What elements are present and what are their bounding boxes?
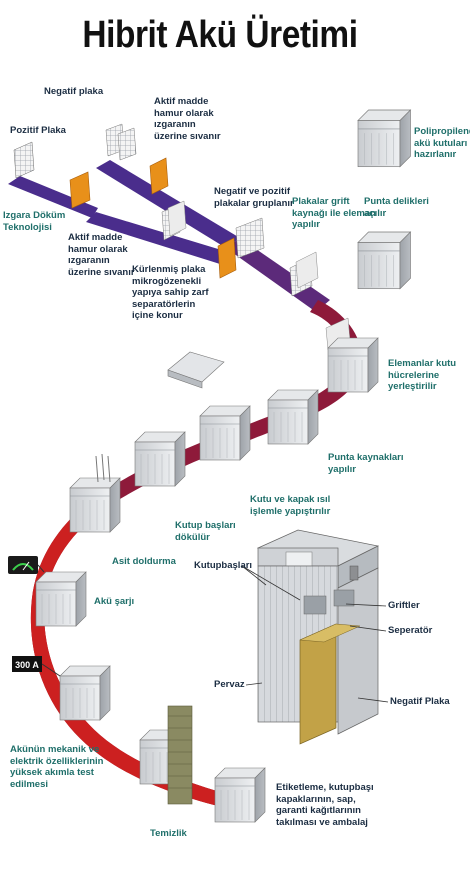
label-akunun-test: Akünün mekanik ve elektrik özelliklerini… — [10, 744, 104, 790]
label-pozitif-plaka: Pozitif Plaka — [10, 125, 66, 136]
label-izgara-dokum: Izgara Döküm Teknolojisi — [3, 210, 66, 233]
callout-kutupbaslari: Kutupbaşları — [194, 560, 253, 571]
label-temizlik: Temizlik — [150, 828, 187, 839]
callout-seperator: Seperatör — [388, 625, 433, 636]
label-polipropilen: Polipropilenden akü kutuları hazırlanır — [414, 126, 470, 160]
label-asit-doldurma: Asit doldurma — [112, 556, 176, 567]
label-etiketleme: Etiketleme, kutupbaşı kapaklarının, sap,… — [276, 782, 374, 828]
tester-display: 300 A — [15, 660, 39, 670]
cutaway-battery — [256, 529, 380, 745]
label-kutup-baslari: Kutup başları dökülür — [175, 520, 236, 543]
label-aktif-madde-bottom: Aktif madde hamur olarak ızgaranın üzeri… — [68, 232, 135, 278]
label-kurlenmis-plaka: Kürlenmiş plaka mikrogözenekli yapıya sa… — [132, 264, 209, 321]
label-elemanlar-kutu: Elemanlar kutu hücrelerine yerleştirilir — [388, 358, 457, 392]
label-grift-kaynagi: Plakalar grift kaynağı ile eleman yapılı… — [292, 196, 376, 230]
callout-griftler: Griftler — [388, 600, 420, 611]
grid-plates — [13, 123, 351, 351]
label-negatif-plaka: Negatif plaka — [44, 86, 104, 97]
charger-meter — [8, 556, 45, 574]
label-negatif-pozitif: Negatif ve pozitif plakalar gruplanır — [214, 186, 294, 209]
label-aku-sarji: Akü şarjı — [94, 596, 135, 607]
page-title: Hibrit Akü Üretimi — [82, 14, 358, 56]
label-kutu-kapak: Kutu ve kapak ısıl işlemle yapıştırılır — [250, 494, 331, 517]
battery-units — [35, 109, 411, 823]
label-aktif-madde-top: Aktif madde hamur olarak ızgaranın üzeri… — [154, 96, 221, 142]
label-punta-delikleri: Punta delikleri açılır — [364, 196, 429, 219]
tester-meter: 300 A — [12, 656, 61, 677]
label-punta-kaynaklari: Punta kaynakları yapılır — [328, 452, 404, 475]
leader-lines — [241, 565, 389, 703]
callout-pervaz: Pervaz — [214, 679, 245, 690]
callout-negatif-plaka: Negatif Plaka — [390, 696, 450, 707]
